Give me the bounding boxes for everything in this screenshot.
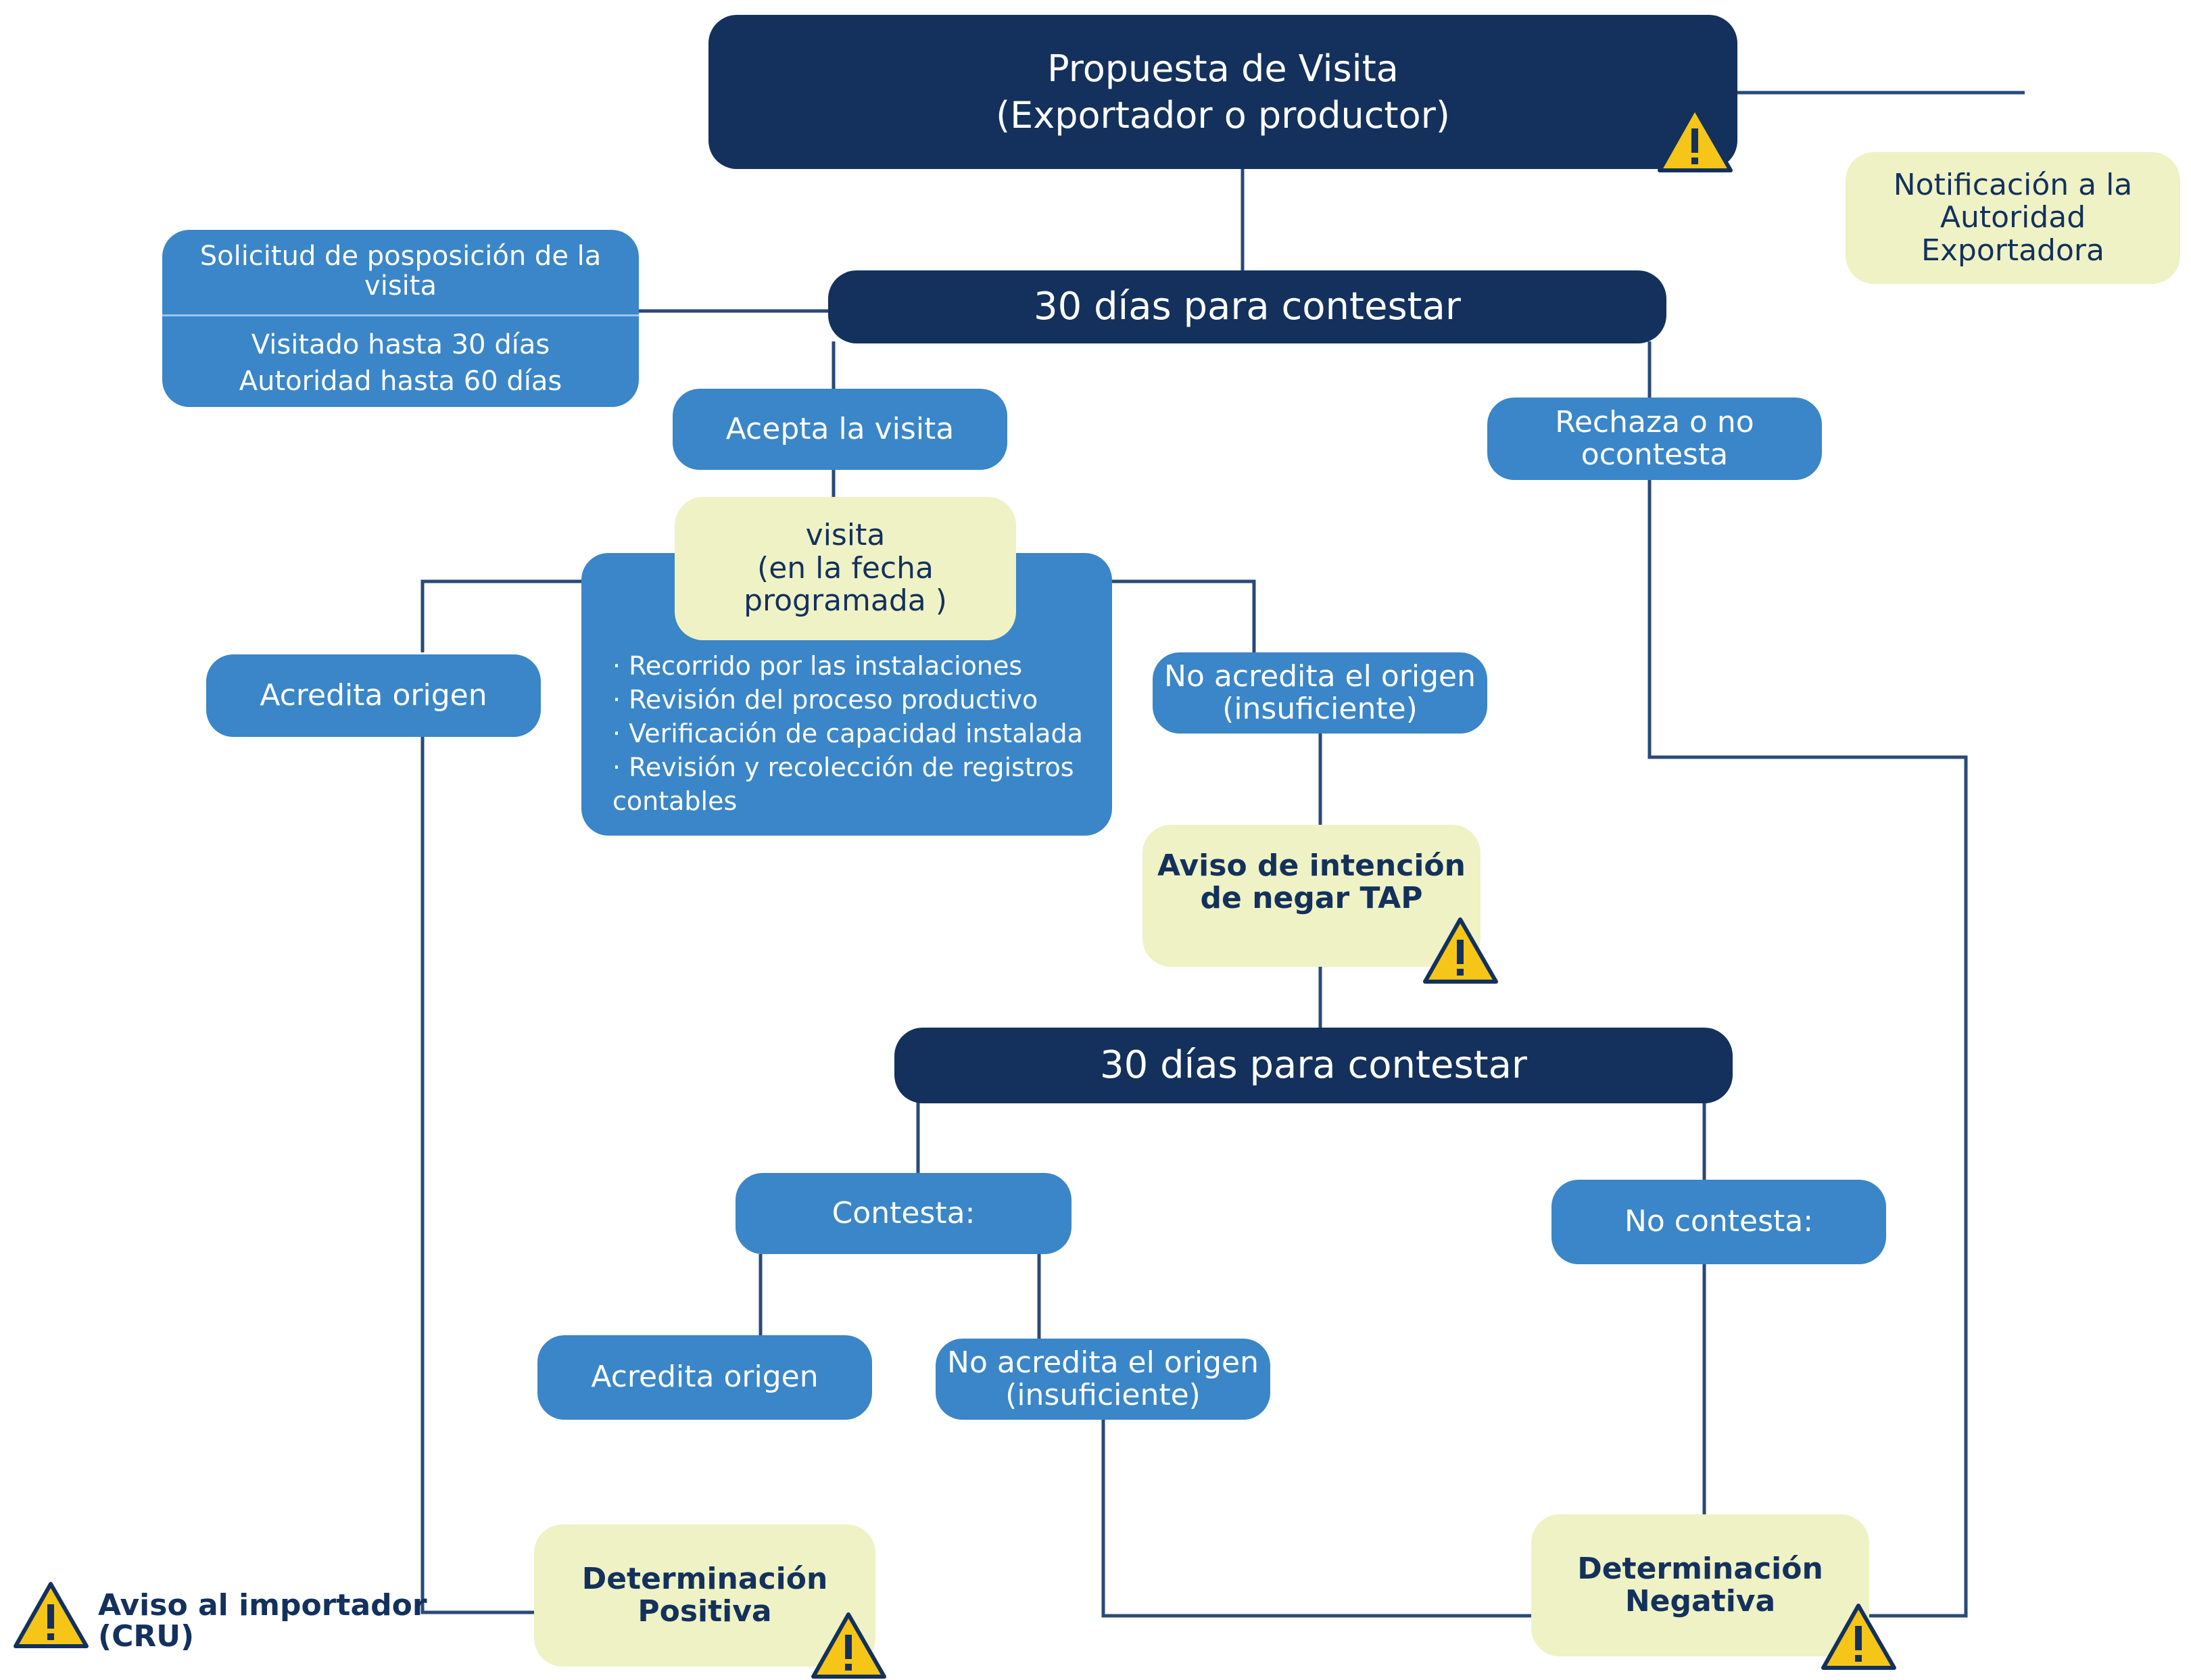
acredita-2-text: Acredita origen <box>591 1360 819 1395</box>
warning-icon <box>1423 917 1498 984</box>
propuesta-visita-node: Propuesta de Visita (Exportador o produc… <box>708 15 1737 169</box>
notificacion-text: Notificación a la Autoridad Exportadora <box>1893 167 2133 268</box>
solicitud-line1: Visitado hasta 30 días <box>251 329 550 360</box>
no-contesta-text: No contesta: <box>1624 1204 1814 1239</box>
activity-item: Recorrido por las instalaciones <box>612 649 1092 683</box>
solicitud-posposicion-node: Solicitud de posposición de la visita Vi… <box>162 230 639 407</box>
activity-item: Verificación de capacidad instalada <box>612 717 1092 750</box>
legend-label: Aviso al importador (CRU) <box>98 1590 427 1652</box>
acredita-origen-1-node: Acredita origen <box>206 654 541 737</box>
no-contesta-node: No contesta: <box>1551 1180 1886 1264</box>
visita-activities-box: Recorrido por las instalaciones Revisión… <box>581 553 1112 836</box>
solicitud-line2: Autoridad hasta 60 días <box>239 365 562 397</box>
det-negativa-text: Determinación Negativa <box>1577 1551 1823 1618</box>
plazo-2-text: 30 días para contestar <box>1100 1043 1527 1088</box>
notificacion-node: Notificación a la Autoridad Exportadora <box>1846 152 2180 284</box>
legend-line2: (CRU) <box>98 1619 195 1654</box>
legend-line1: Aviso al importador <box>98 1588 427 1623</box>
acredita-origen-2-node: Acredita origen <box>537 1335 872 1420</box>
warning-icon <box>1821 1604 1896 1670</box>
determinacion-positiva-node: Determinación Positiva <box>534 1525 875 1666</box>
no-acredita-1-node: No acredita el origen (insuficiente) <box>1153 652 1487 734</box>
contesta-text: Contesta: <box>832 1195 976 1230</box>
determinacion-negativa-node: Determinación Negativa <box>1531 1514 1869 1656</box>
rechaza-text: Rechaza o no ocontesta <box>1555 404 1754 472</box>
contesta-node: Contesta: <box>736 1173 1072 1254</box>
rechaza-node: Rechaza o no ocontesta <box>1487 398 1822 480</box>
no-acredita-1-line1: No acredita el origen <box>1164 658 1476 694</box>
propuesta-line1: Propuesta de Visita <box>1047 47 1399 90</box>
no-acredita-1-line2: (insuficiente) <box>1222 692 1418 726</box>
acepta-text: Acepta la visita <box>725 411 955 446</box>
no-acredita-2-line2: (insuficiente) <box>1005 1378 1201 1412</box>
warning-icon <box>811 1612 886 1679</box>
propuesta-line2: (Exportador o productor) <box>996 94 1450 137</box>
solicitud-title: Solicitud de posposición de la visita <box>199 240 602 302</box>
activity-item: Revisión del proceso productivo <box>612 683 1092 717</box>
visita-line2: (en la fecha programada ) <box>744 550 947 619</box>
no-acredita-2-line1: No acredita el origen <box>947 1345 1259 1380</box>
acredita-1-text: Acredita origen <box>260 677 487 713</box>
legend-warning-icon <box>14 1582 89 1648</box>
aviso-intencion-text: Aviso de intención de negar TAP <box>1157 848 1466 915</box>
solicitud-divider <box>162 314 639 316</box>
visita-node: visita (en la fecha programada ) <box>675 497 1016 640</box>
plazo-2-node: 30 días para contestar <box>894 1028 1733 1103</box>
activity-item: Revisión y recolección de registros cont… <box>612 750 1092 818</box>
acepta-visita-node: Acepta la visita <box>673 389 1007 470</box>
aviso-intencion-node: Aviso de intención de negar TAP <box>1142 825 1480 967</box>
det-positiva-text: Determinación Positiva <box>581 1561 828 1629</box>
no-acredita-2-node: No acredita el origen (insuficiente) <box>936 1339 1270 1420</box>
activities-list: Recorrido por las instalaciones Revisión… <box>612 649 1092 818</box>
warning-icon <box>1658 106 1733 172</box>
plazo-1-node: 30 días para contestar <box>828 270 1666 343</box>
plazo-1-text: 30 días para contestar <box>1034 285 1461 329</box>
visita-line1: visita <box>805 518 886 553</box>
